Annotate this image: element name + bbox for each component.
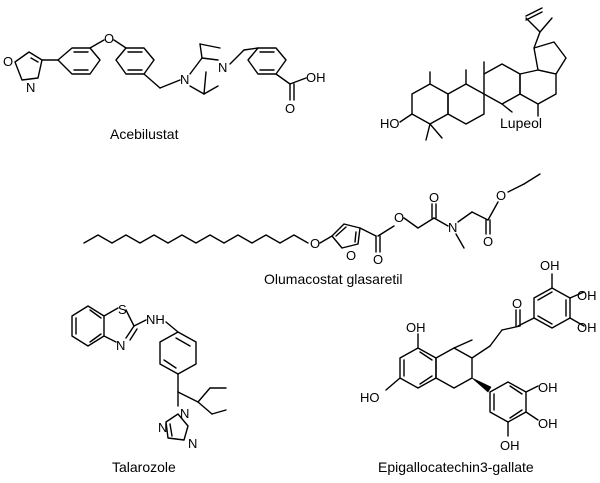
olumacostat-furan-o-atom: O xyxy=(346,248,356,263)
talarozole-triazole-n3-atom: N xyxy=(188,436,197,451)
egcg-b-ring-oh-1: OH xyxy=(538,380,558,395)
acebilustat-n1-atom: N xyxy=(180,72,189,87)
talarozole-structure: S N NH N N N Talarozole xyxy=(71,302,227,475)
egcg-a-ring-ho: HO xyxy=(360,390,380,405)
acebilustat-structure: O N O N N O OH Ac xyxy=(3,31,326,142)
acebilustat-n2-atom: N xyxy=(218,60,227,75)
egcg-a-ring-oh-top: OH xyxy=(406,320,426,335)
olumacostat-amide-o-atom: O xyxy=(429,190,439,205)
acebilustat-oh-group: OH xyxy=(306,70,326,85)
acebilustat-oxazole-o-atom: O xyxy=(3,54,13,69)
talarozole-triazole-n1-atom: N xyxy=(180,406,189,421)
acebilustat-caption: Acebilustat xyxy=(110,126,179,142)
talarozole-thiazole-n-atom: N xyxy=(116,338,125,353)
egcg-b-ring-oh-3: OH xyxy=(500,438,520,453)
olumacostat-ester2-o-atom: O xyxy=(496,188,506,203)
egcg-b-ring-oh-2: OH xyxy=(538,416,558,431)
acebilustat-ether-o-atom: O xyxy=(104,31,114,46)
egcg-structure: OH HO O OH OH OH OH OH OH xyxy=(360,258,597,475)
olumacostat-ether-o-atom: O xyxy=(310,236,320,251)
talarozole-triazole-n2-atom: N xyxy=(158,420,167,435)
lupeol-structure: HO Lupeol xyxy=(380,7,567,141)
lupeol-ho-group: HO xyxy=(380,116,400,131)
egcg-gallate-oh-top: OH xyxy=(540,258,560,273)
olumacostat-n-atom: N xyxy=(448,220,457,235)
egcg-carbonyl-o: O xyxy=(512,296,522,311)
egcg-gallate-oh-bottom: OH xyxy=(577,320,597,335)
egcg-gallate-oh-right: OH xyxy=(577,288,597,303)
olumacostat-caption: Olumacostat glasaretil xyxy=(264,271,403,287)
olumacostat-ester-o-atom: O xyxy=(394,210,404,225)
acebilustat-oxazole-n-atom: N xyxy=(26,80,35,95)
talarozole-caption: Talarozole xyxy=(112,459,176,475)
lupeol-caption: Lupeol xyxy=(500,115,542,131)
olumacostat-structure: O O O O O N O O Olumacostat glasaretil xyxy=(83,173,541,287)
egcg-caption: Epigallocatechin3-gallate xyxy=(378,459,534,475)
talarozole-s-atom: S xyxy=(118,302,127,317)
acebilustat-carbonyl-o-atom: O xyxy=(285,101,295,116)
olumacostat-ester2-carbonyl-o: O xyxy=(483,234,493,249)
talarozole-nh-group: NH xyxy=(146,312,165,327)
olumacostat-ester-carbonyl-o: O xyxy=(373,252,383,267)
